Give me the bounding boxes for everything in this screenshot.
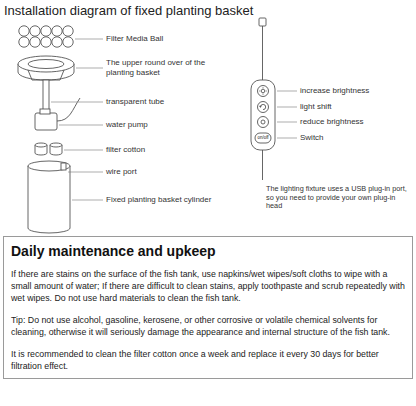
remote-controller — [251, 18, 275, 180]
part-label: water pump — [106, 120, 246, 130]
leader-lines — [51, 39, 297, 200]
part-label: Fixed planting basket cylinder — [106, 195, 256, 205]
panel-heading: Daily maintenance and upkeep — [11, 243, 405, 259]
part-label: filter cotton — [106, 145, 246, 155]
part-label: wire port — [106, 167, 246, 177]
button-label: reduce brightness — [300, 117, 412, 127]
button-text: on/off — [255, 136, 271, 141]
transparent-tube — [43, 80, 49, 113]
planting-basket-cylinder — [28, 161, 70, 233]
button-label: light shift — [300, 102, 412, 112]
panel-paragraph: Tip: Do not use alcohol, gasoline, keros… — [11, 314, 405, 338]
part-label: Filter Media Ball — [106, 34, 246, 44]
filter-media-balls — [19, 26, 73, 47]
maintenance-panel: Daily maintenance and upkeep If there are… — [3, 236, 413, 379]
button-label: increase brightness — [300, 86, 412, 96]
part-label: transparent tube — [106, 97, 246, 107]
note-text: The lighting fixture uses a USB plug-in … — [266, 185, 412, 211]
filter-cotton — [35, 143, 62, 155]
part-label: The upper round over of the planting bas… — [106, 58, 221, 77]
panel-paragraph: If there are stains on the surface of th… — [11, 268, 405, 304]
panel-paragraph: It is recommended to clean the filter co… — [11, 348, 405, 372]
upper-cover — [18, 56, 74, 80]
button-label: Switch — [300, 133, 412, 143]
diagram-title: Installation diagram of fixed planting b… — [4, 3, 253, 18]
